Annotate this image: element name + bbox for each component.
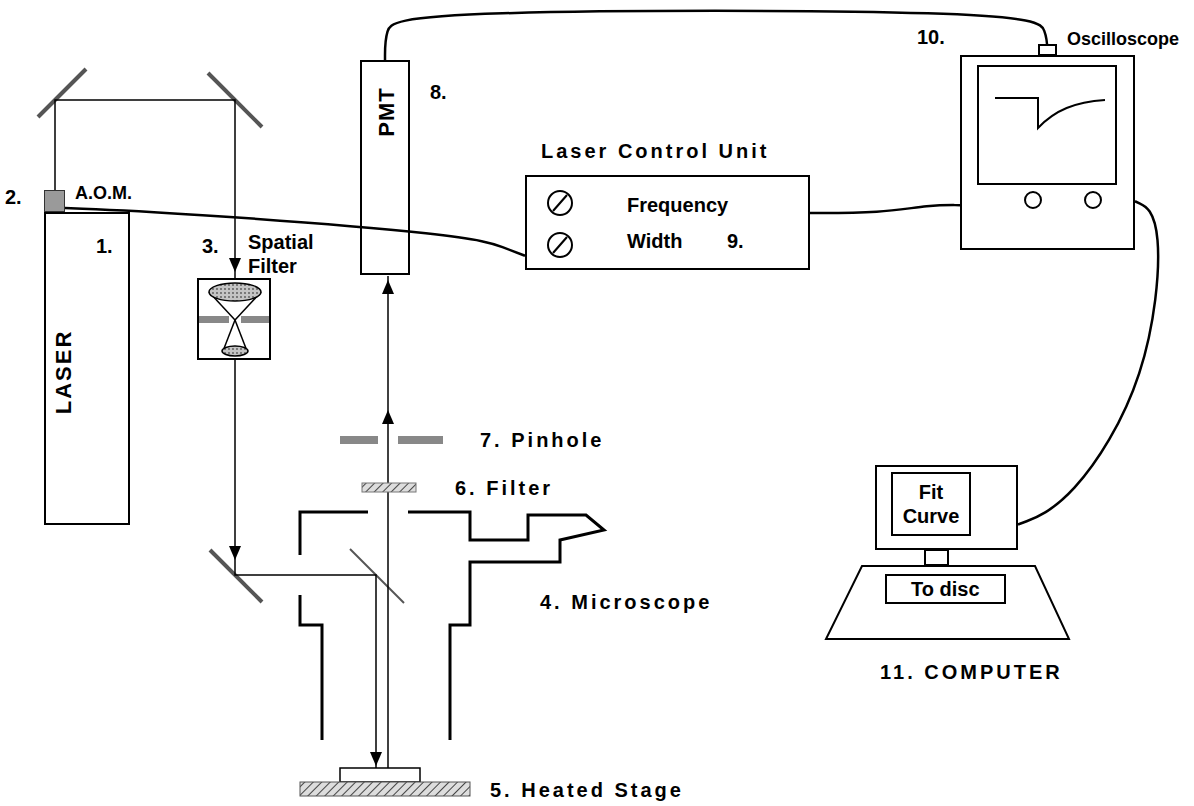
- lens: [222, 346, 248, 356]
- signal-cable: [385, 11, 1048, 60]
- monitor-box: Fit Curve: [875, 465, 1018, 550]
- part-label: 7. Pinhole: [480, 428, 604, 452]
- pinhole-plate: [199, 316, 229, 323]
- part-label: 6. Filter: [455, 476, 553, 500]
- pmt-box: PMT8.: [360, 60, 410, 275]
- part-label: 5. Heated Stage: [490, 778, 684, 802]
- beam-arrowhead: [229, 258, 241, 272]
- aom-crystal: 2.A.O.M.: [44, 190, 65, 212]
- dial-needle: [553, 237, 567, 253]
- signal-socket: [1039, 45, 1056, 55]
- dial: [548, 233, 572, 257]
- keyboard-outline: [826, 566, 1069, 639]
- monitor-stand: [925, 550, 948, 565]
- control-unit-box: Laser Control UnitFrequencyWidth9.: [525, 175, 810, 270]
- device-label: A.O.M.: [75, 181, 132, 205]
- scope-screen: [978, 66, 1116, 184]
- device-label: LASER: [52, 330, 76, 415]
- control-label: Frequency: [627, 193, 728, 217]
- laser-beam: [55, 100, 235, 278]
- sample: [340, 768, 420, 782]
- microscope-body: [300, 512, 368, 740]
- callout-number: 10.: [917, 25, 945, 49]
- part-label: 4. Microscope: [540, 590, 712, 614]
- device-label: Laser Control Unit: [541, 139, 769, 163]
- spatial-filter-box: 3.Spatial Filter: [197, 278, 271, 360]
- callout-number: 9.: [727, 229, 744, 253]
- laser-box: 1. LASER: [44, 212, 130, 525]
- mirror: [210, 550, 262, 602]
- beam-arrowhead: [382, 410, 394, 424]
- beam-arrowhead: [370, 752, 382, 766]
- key-button: To disc: [885, 574, 1006, 604]
- dial-needle: [553, 195, 567, 211]
- device-label: Oscilloscope: [1067, 27, 1179, 51]
- beam-splitter: [350, 549, 404, 603]
- callout-number: 8.: [430, 80, 447, 104]
- keyboard-shape: To disc11. COMPUTER: [825, 565, 1070, 640]
- laser-beam: [235, 360, 376, 768]
- pinhole-plate: [241, 316, 269, 323]
- decay-trace: [995, 98, 1105, 128]
- device-label: PMT: [375, 87, 399, 136]
- pinhole-plate: [340, 436, 378, 444]
- device-label: 11. COMPUTER: [880, 660, 1063, 684]
- scope-knob: [1025, 192, 1041, 208]
- callout-number: 2.: [5, 185, 22, 209]
- microscope-body: [408, 512, 604, 740]
- pinhole-plate: [398, 436, 443, 444]
- scope-knob: [1085, 192, 1101, 208]
- optical-filter: [362, 483, 416, 492]
- lens: [209, 283, 261, 301]
- emission-beam: [387, 276, 389, 768]
- control-label: Width: [627, 229, 682, 253]
- signal-cable: [810, 205, 960, 213]
- mirror: [38, 69, 86, 117]
- beam-arrowhead: [229, 546, 241, 560]
- heated-stage: [300, 782, 470, 796]
- screen-button: Fit Curve: [891, 472, 971, 536]
- dial: [548, 191, 572, 215]
- oscilloscope-box: 10.Oscilloscope: [960, 55, 1135, 250]
- beam-arrowhead: [382, 280, 394, 294]
- callout-number: 1.: [96, 234, 113, 258]
- device-label: Spatial Filter: [248, 230, 343, 278]
- callout-number: 3.: [202, 234, 219, 258]
